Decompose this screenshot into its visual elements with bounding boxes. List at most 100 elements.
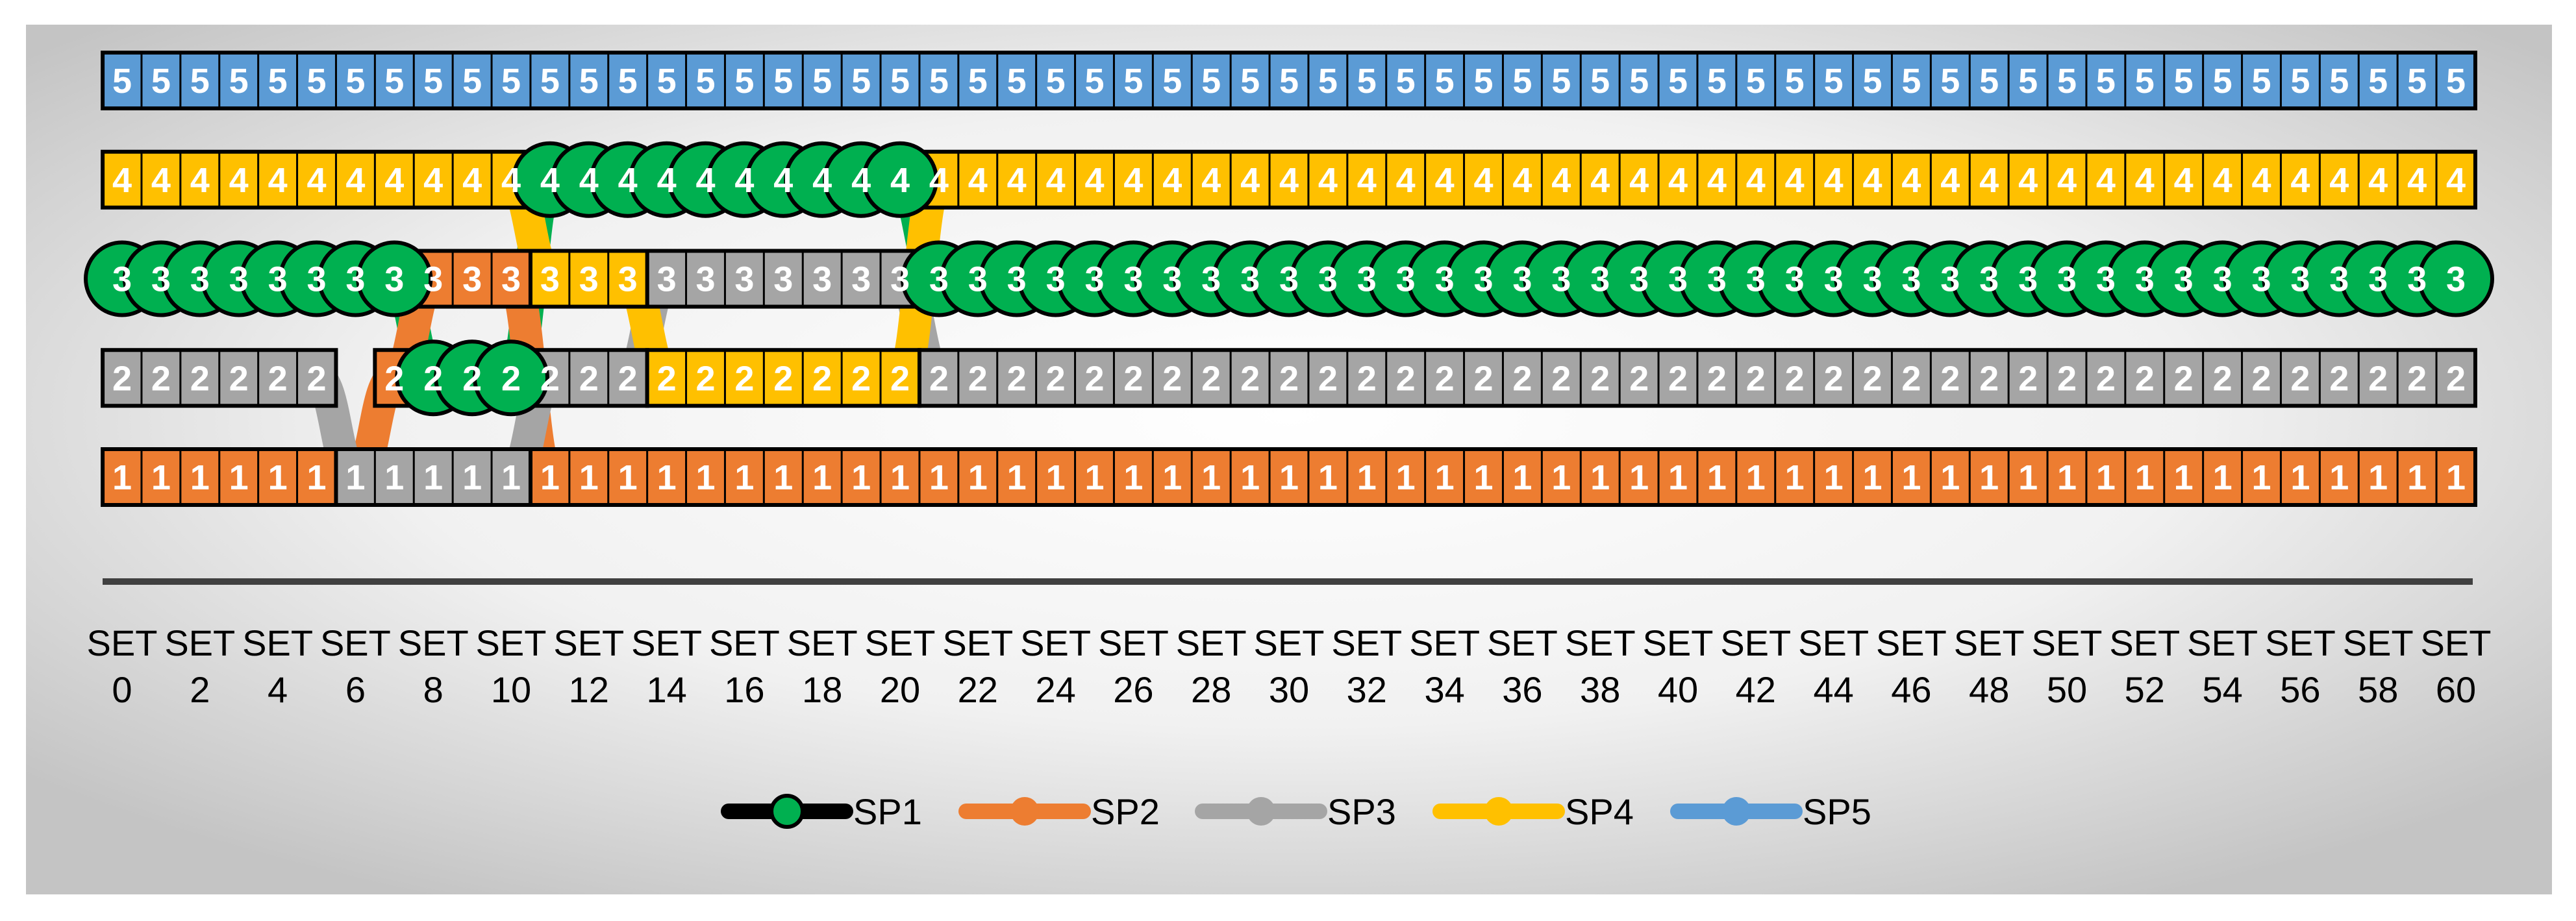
data-label-sp2: 1 xyxy=(890,458,910,497)
data-label-sp1: 3 xyxy=(384,260,404,299)
data-label-sp1: 3 xyxy=(2368,260,2388,299)
data-label-sp3: 1 xyxy=(423,458,443,497)
data-label-sp5: 5 xyxy=(1901,62,1921,101)
data-label-sp3: 2 xyxy=(2057,359,2077,398)
data-label-sp1: 3 xyxy=(2096,260,2116,299)
data-label-sp3: 2 xyxy=(968,359,988,398)
data-label-sp1: 3 xyxy=(2213,260,2232,299)
data-label-sp5: 5 xyxy=(1435,62,1455,101)
legend-swatch-marker xyxy=(1722,797,1751,826)
data-label-sp1: 4 xyxy=(734,161,754,200)
data-label-sp5: 5 xyxy=(1279,62,1299,101)
data-label-sp3: 2 xyxy=(1979,359,1999,398)
data-label-sp1: 3 xyxy=(1629,260,1649,299)
data-label-sp4: 4 xyxy=(501,161,521,200)
data-label-sp3: 2 xyxy=(1279,359,1299,398)
data-label-sp3: 2 xyxy=(1785,359,1805,398)
data-label-sp1: 3 xyxy=(1435,260,1455,299)
data-label-sp1: 3 xyxy=(2329,260,2349,299)
data-label-sp4: 4 xyxy=(2213,161,2232,200)
data-label-sp5: 5 xyxy=(268,62,288,101)
data-label-sp4: 4 xyxy=(1396,161,1416,200)
data-label-sp3: 2 xyxy=(1201,359,1221,398)
data-label-sp4: 4 xyxy=(1785,161,1805,200)
data-label-sp4: 4 xyxy=(1590,161,1610,200)
data-label-sp5: 5 xyxy=(1162,62,1182,101)
data-label-sp1: 3 xyxy=(1162,260,1182,299)
data-label-sp3: 2 xyxy=(1357,359,1377,398)
data-label-sp5: 5 xyxy=(190,62,210,101)
data-label-sp5: 5 xyxy=(812,62,832,101)
data-label-sp4: 4 xyxy=(268,161,288,200)
data-label-sp1: 3 xyxy=(2407,260,2427,299)
data-label-sp5: 5 xyxy=(1551,62,1571,101)
data-label-sp5: 5 xyxy=(1396,62,1416,101)
data-label-sp5: 5 xyxy=(1785,62,1805,101)
series-markers xyxy=(84,141,2494,417)
data-label-sp5: 5 xyxy=(1512,62,1532,101)
data-label-sp3: 2 xyxy=(2368,359,2388,398)
data-label-sp4: 4 xyxy=(2446,161,2466,200)
data-label-sp2: 1 xyxy=(2251,458,2271,497)
data-label-sp4: 4 xyxy=(1123,161,1143,200)
data-label-sp2: 1 xyxy=(1357,458,1377,497)
data-label-sp2: 1 xyxy=(2174,458,2194,497)
data-label-sp1: 4 xyxy=(695,161,715,200)
data-label-sp3: 2 xyxy=(1396,359,1416,398)
data-label-sp3: 2 xyxy=(2407,359,2427,398)
legend-label: SP5 xyxy=(1803,791,1871,832)
data-label-sp1: 3 xyxy=(1707,260,1727,299)
data-label-sp4: 2 xyxy=(890,359,910,398)
data-label-sp3: 2 xyxy=(2329,359,2349,398)
data-label-sp1: 3 xyxy=(2251,260,2271,299)
data-label-sp5: 5 xyxy=(1201,62,1221,101)
data-label-sp4: 4 xyxy=(112,161,132,200)
data-label-sp3: 2 xyxy=(2251,359,2271,398)
data-label-sp4: 4 xyxy=(2057,161,2077,200)
data-label-sp1: 3 xyxy=(345,260,365,299)
data-label-sp5: 5 xyxy=(540,62,560,101)
data-label-sp4: 4 xyxy=(229,161,249,200)
legend-swatch-marker xyxy=(1484,797,1513,826)
data-label-sp4: 2 xyxy=(812,359,832,398)
data-label-sp5: 5 xyxy=(1590,62,1610,101)
data-label-sp4: 4 xyxy=(968,161,988,200)
data-label-sp3: 2 xyxy=(1512,359,1532,398)
data-label-sp2: 1 xyxy=(579,458,599,497)
data-label-sp2: 1 xyxy=(2329,458,2349,497)
data-label-sp4: 4 xyxy=(1046,161,1066,200)
data-label-sp3: 2 xyxy=(929,359,949,398)
point-sp1 xyxy=(2418,240,2494,317)
data-label-sp2: 1 xyxy=(1240,458,1260,497)
data-label-sp3: 2 xyxy=(2018,359,2038,398)
data-label-sp4: 2 xyxy=(734,359,754,398)
data-label-sp2: 1 xyxy=(2096,458,2116,497)
data-label-sp1: 3 xyxy=(1473,260,1493,299)
data-label-sp3: 2 xyxy=(618,359,638,398)
data-label-sp4: 4 xyxy=(1162,161,1182,200)
data-label-sp1: 3 xyxy=(268,260,288,299)
data-label-sp3: 2 xyxy=(1707,359,1727,398)
data-label-sp3: 1 xyxy=(345,458,365,497)
data-label-sp4: 3 xyxy=(579,260,599,299)
data-label-sp4: 2 xyxy=(657,359,677,398)
data-label-sp5: 5 xyxy=(657,62,677,101)
data-label-sp1: 3 xyxy=(1396,260,1416,299)
data-label-sp4: 4 xyxy=(1707,161,1727,200)
data-label-sp2: 1 xyxy=(1007,458,1027,497)
data-label-sp2: 1 xyxy=(190,458,210,497)
data-label-sp2: 1 xyxy=(1785,458,1805,497)
data-label-sp5: 5 xyxy=(151,62,171,101)
data-label-sp2: 1 xyxy=(2407,458,2427,497)
data-label-sp2: 3 xyxy=(501,260,521,299)
data-label-sp4: 4 xyxy=(1201,161,1221,200)
data-label-sp5: 5 xyxy=(1979,62,1999,101)
data-label-sp4: 4 xyxy=(1979,161,1999,200)
